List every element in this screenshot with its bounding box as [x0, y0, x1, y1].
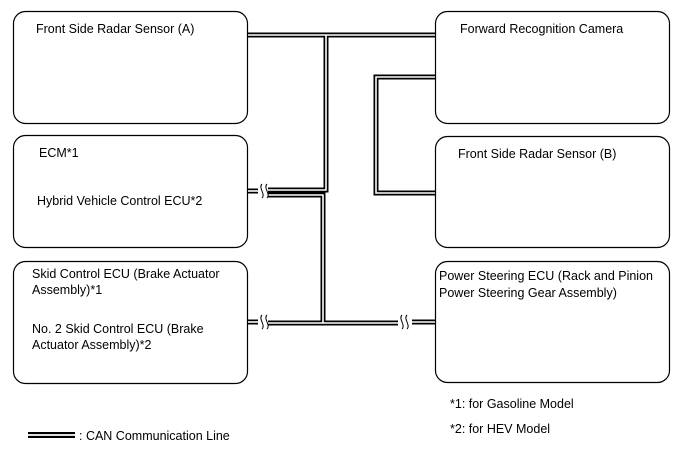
label-camera: Forward Recognition Camera [460, 22, 624, 36]
note-hev: *2: for HEV Model [450, 422, 551, 436]
box-camera [434, 10, 671, 125]
legend-label: : CAN Communication Line [79, 429, 230, 443]
label-skid-4: Actuator Assembly)*2 [32, 338, 152, 352]
label-skid-3: No. 2 Skid Control ECU (Brake [32, 322, 204, 336]
label-ecm: ECM*1 [39, 146, 79, 160]
label-skid-1: Skid Control ECU (Brake Actuator [32, 267, 220, 281]
note-gasoline: *1: for Gasoline Model [450, 397, 574, 411]
label-front-radar-b: Front Side Radar Sensor (B) [458, 147, 617, 161]
box-ecm [12, 134, 249, 249]
label-skid-2: Assembly)*1 [32, 283, 103, 297]
label-hybrid-ecu: Hybrid Vehicle Control ECU*2 [37, 194, 203, 208]
label-power-steering-1: Power Steering ECU (Rack and Pinion [439, 269, 653, 283]
label-power-steering-2: Power Steering Gear Assembly) [439, 286, 617, 300]
box-skid-control [12, 260, 249, 385]
label-front-radar-a: Front Side Radar Sensor (A) [36, 22, 195, 36]
box-power-steering [434, 260, 671, 384]
box-front-radar-b [434, 135, 671, 249]
box-front-radar-a [12, 10, 249, 125]
can-bus-lines [248, 32, 435, 330]
